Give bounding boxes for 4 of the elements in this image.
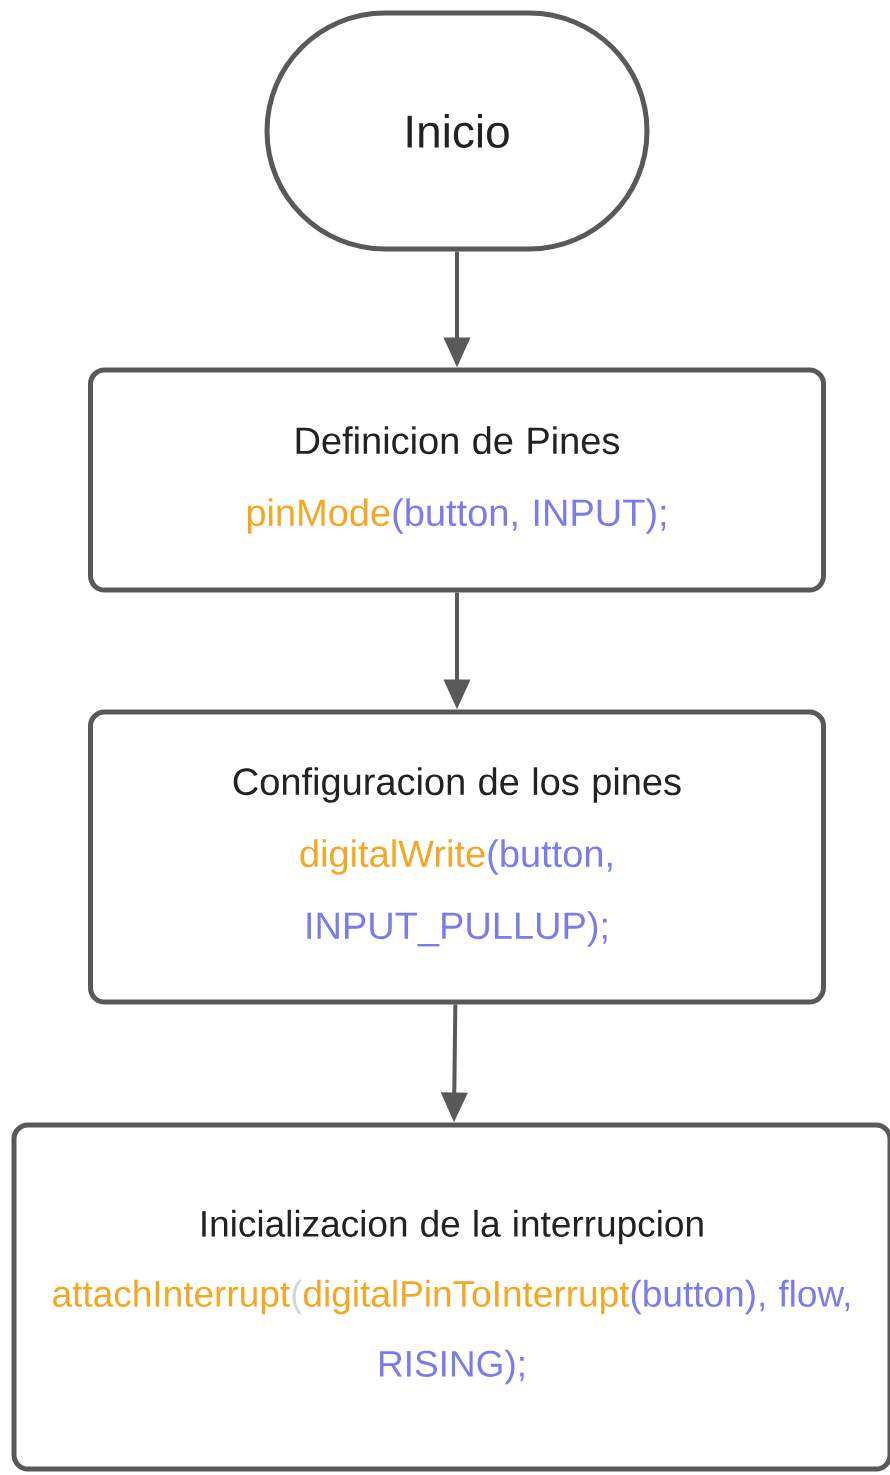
process-box: Configuracion de los pines digitalWrite(button, INPUT_PULLUP); (88, 709, 826, 1005)
process-box: Definicion de Pines pinMode(button, INPUT); (88, 367, 826, 593)
start-terminal: Inicio (264, 10, 650, 252)
process-box: Inicializacion de la interrupcion attachInterrupt(digitalPinToInterrupt(button), flow, RISING); (11, 1122, 890, 1472)
